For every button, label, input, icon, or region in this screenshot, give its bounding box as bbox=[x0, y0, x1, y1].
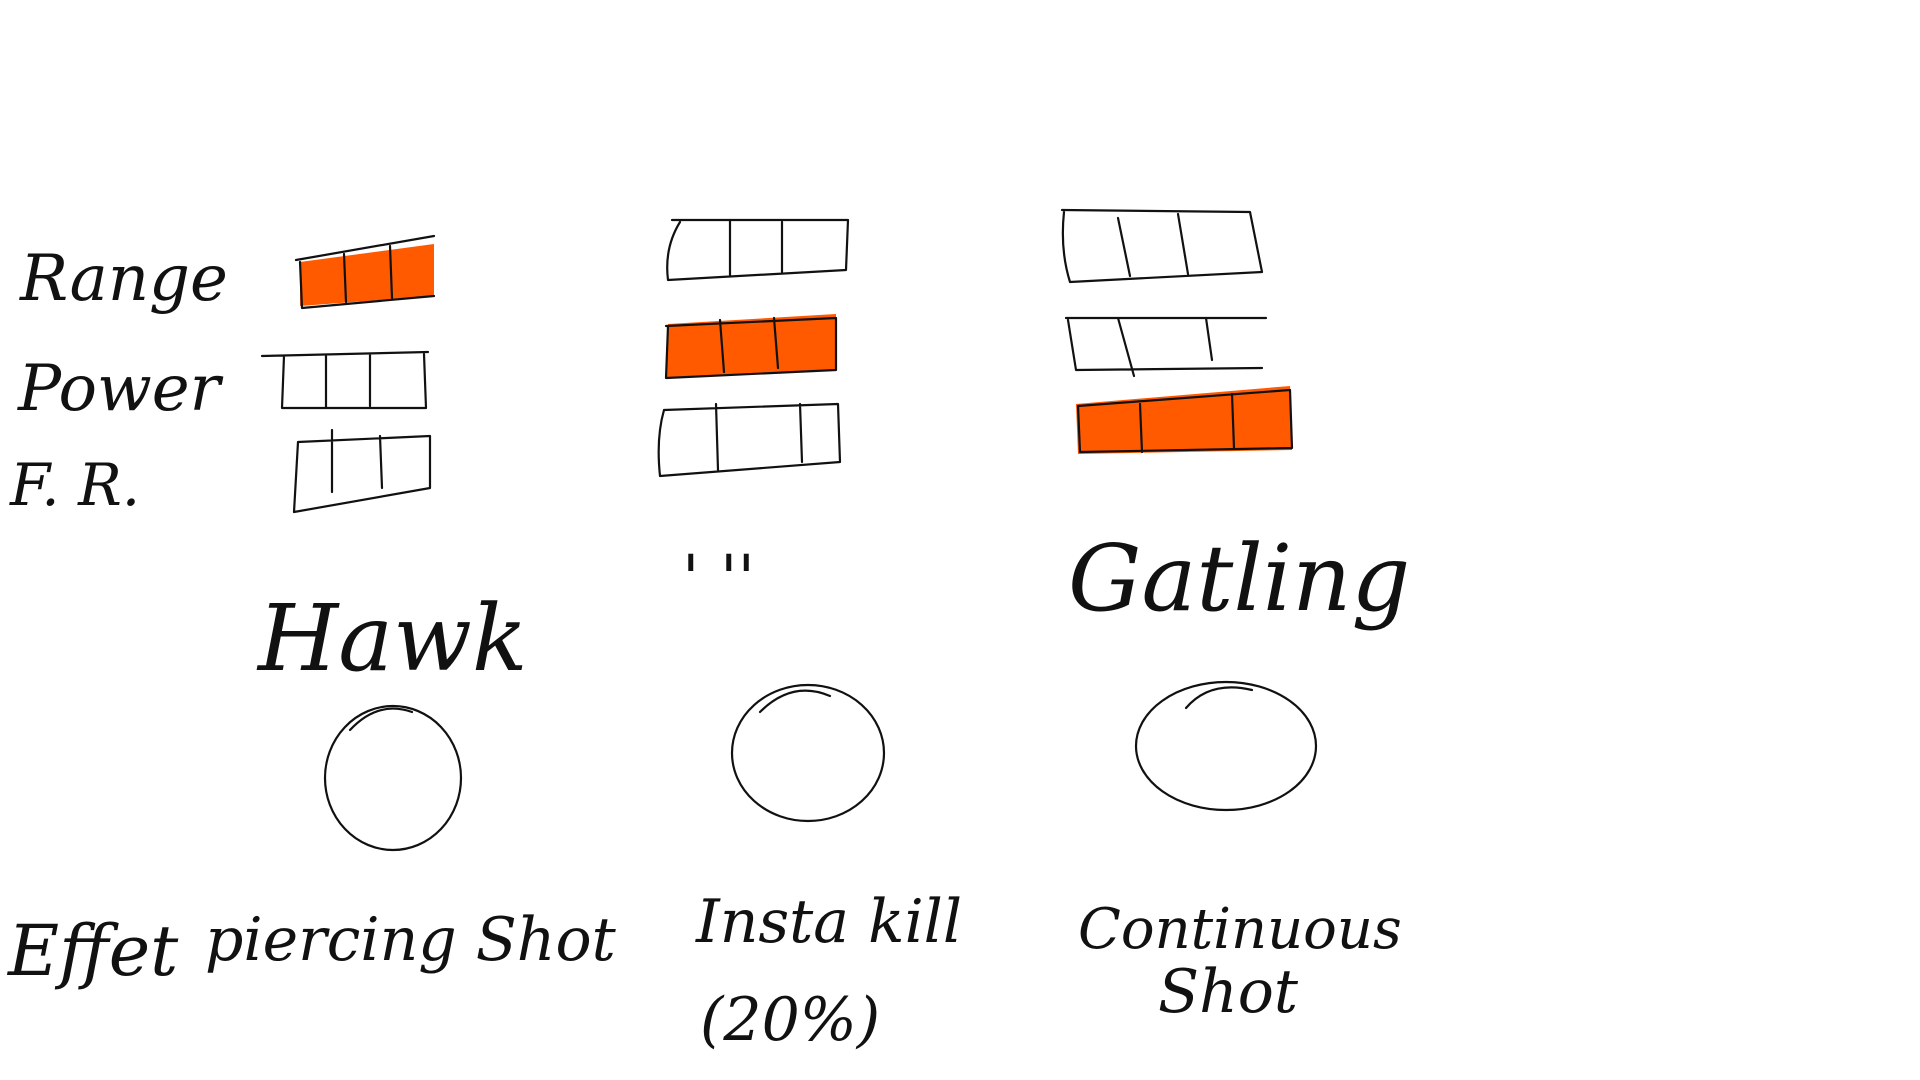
circle-tick-mark bbox=[758, 689, 832, 714]
stat-bar-outline bbox=[664, 316, 838, 380]
weapon-column-hawk: Hawk piercing Shot bbox=[205, 234, 617, 975]
empty-circle-icon bbox=[323, 704, 463, 852]
weapon-name: ' '' bbox=[682, 542, 755, 616]
circle-tick-mark bbox=[348, 707, 414, 732]
row-label-effect: Effet bbox=[6, 910, 179, 992]
stat-bar-outline bbox=[1060, 208, 1264, 284]
stat-bar-range bbox=[666, 218, 850, 282]
empty-circle-icon bbox=[1134, 680, 1318, 812]
row-label-power: Power bbox=[17, 352, 224, 426]
stat-bar-fill bbox=[1076, 386, 1292, 454]
weapon-effect-line-2: (20%) bbox=[700, 985, 880, 1055]
weapon-column-2: ' '' Insta kill (20%) bbox=[657, 218, 962, 1055]
weapon-effect-line-1: piercing Shot bbox=[205, 905, 617, 975]
stat-bar-fill bbox=[300, 244, 434, 306]
weapon-effect-line-2: Shot bbox=[1158, 957, 1299, 1027]
stat-bar-range bbox=[294, 234, 436, 310]
weapon-effect-line-1: Continuous bbox=[1078, 897, 1402, 962]
stat-bar-outline bbox=[1076, 388, 1294, 454]
stat-bar-power bbox=[664, 314, 838, 380]
stat-bar-range bbox=[1060, 208, 1264, 284]
weapon-name: Hawk bbox=[256, 585, 528, 692]
stat-bar-fire-rate bbox=[292, 428, 432, 514]
empty-circle-icon bbox=[730, 683, 886, 823]
weapon-column-gatling: Gatling Continuous Shot bbox=[1060, 208, 1410, 1027]
stat-bar-power bbox=[260, 350, 430, 410]
stat-bar-outline bbox=[260, 350, 430, 410]
stat-bar-outline bbox=[1064, 316, 1268, 378]
weapon-effect-line-1: Insta kill bbox=[695, 887, 962, 957]
stat-bar-outline bbox=[294, 234, 436, 310]
circle-tick-mark bbox=[1184, 686, 1254, 710]
stat-bar-fill bbox=[666, 314, 836, 378]
row-label-fire-rate: F. R. bbox=[9, 451, 140, 519]
weapon-name: Gatling bbox=[1068, 525, 1410, 632]
stat-bar-power bbox=[1064, 316, 1268, 378]
stat-bar-outline bbox=[292, 428, 432, 514]
stat-bar-outline bbox=[657, 402, 842, 478]
stat-bar-fire-rate bbox=[657, 402, 842, 478]
stat-bar-outline bbox=[666, 218, 850, 282]
row-label-range: Range bbox=[19, 242, 228, 316]
stat-bar-fire-rate bbox=[1076, 386, 1294, 454]
